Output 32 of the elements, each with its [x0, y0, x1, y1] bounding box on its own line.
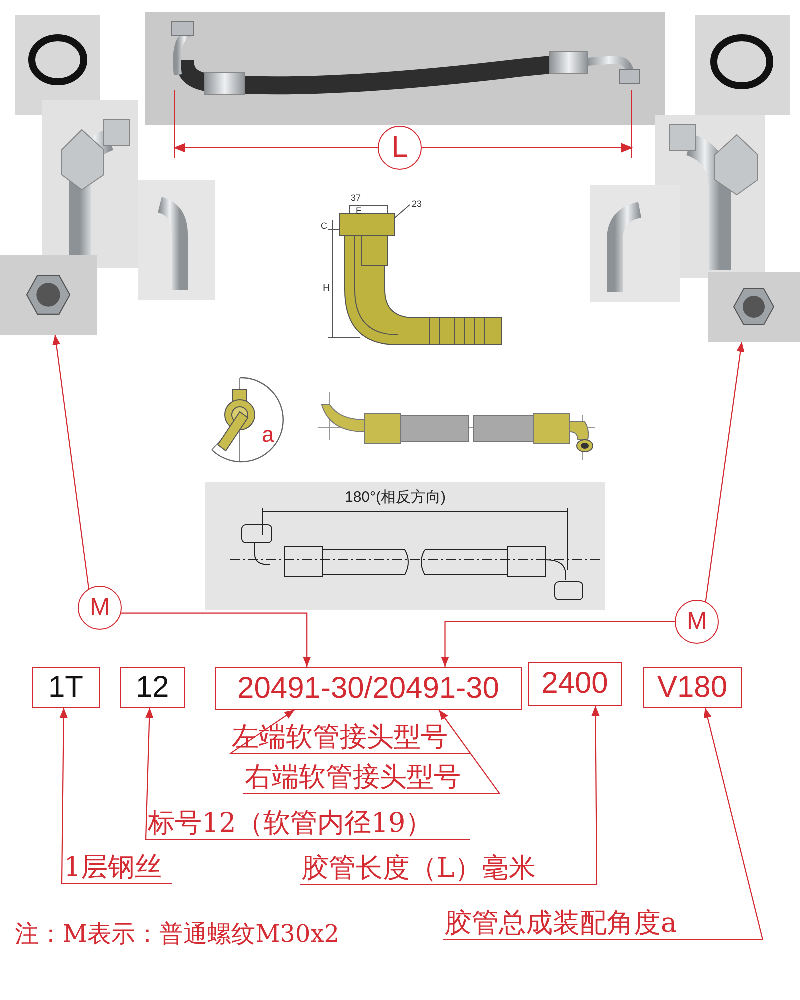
- callout-text: 标号12（软管内径19）: [146, 808, 470, 840]
- leader-line: [60, 708, 68, 884]
- circled-letter: M: [675, 600, 719, 644]
- dimension-label: C: [321, 222, 328, 231]
- callout-text: 右端软管接头型号: [243, 762, 500, 794]
- leader-line: [122, 612, 312, 667]
- callout-text: 胶管长度（L）毫米: [300, 853, 597, 886]
- dimension-label: 23: [412, 200, 422, 209]
- code-field: 20491-30/20491-30: [215, 667, 522, 710]
- note-text: 注：M表示：普通螺纹M30x2: [15, 922, 340, 946]
- angle-label: a: [262, 424, 274, 446]
- nut-photo-drawing: [708, 272, 800, 342]
- dimension-label: E: [356, 207, 362, 216]
- code-field: 2400: [528, 662, 622, 706]
- leader-line: [704, 708, 764, 940]
- code-field: V180: [643, 667, 742, 708]
- angle-note: 180°(相反方向): [345, 490, 446, 505]
- callout-text: 1层钢丝: [62, 852, 172, 884]
- dimension-label: 37: [351, 194, 362, 203]
- code-field: 12: [120, 667, 185, 708]
- dimension-label: H: [323, 284, 330, 294]
- circled-letter: M: [78, 586, 122, 630]
- nut-photo-drawing: [0, 255, 97, 335]
- leader-line: [705, 342, 745, 602]
- leader-line: [145, 708, 154, 840]
- leader-line: [438, 710, 500, 794]
- code-field: 1T: [32, 667, 100, 708]
- leader-line: [52, 334, 90, 590]
- callout-text: 胶管总成装配角度a: [443, 908, 763, 940]
- circled-letter: L: [378, 126, 422, 170]
- leader-line: [441, 621, 675, 667]
- leader-line: [592, 706, 600, 886]
